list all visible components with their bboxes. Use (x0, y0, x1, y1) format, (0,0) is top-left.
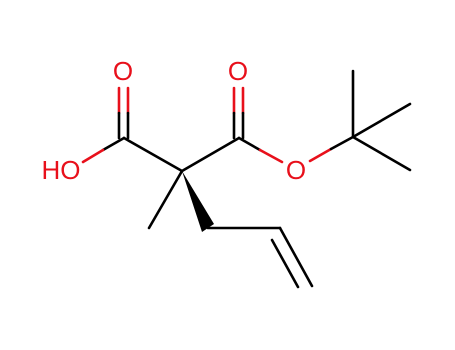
center-methyl-bond (147, 169, 184, 230)
ester-c-o-bond (237, 136, 284, 164)
hydroxyl-label: HO (42, 155, 81, 185)
terminal-alkene-double-bond (270, 226, 314, 289)
ester-carbonyl-double-bond (232, 86, 245, 140)
acid-c-oh-bond (81, 136, 126, 164)
tbutyl-methyl-right-lower (351, 135, 412, 172)
ester-carbonyl-oxygen-label: O (228, 56, 248, 86)
center-to-ester-bond (180, 136, 241, 173)
acid-carbonyl-oxygen-label: O (113, 56, 133, 86)
ester-oxygen-label: O (286, 155, 306, 185)
acid-carbonyl-double-bond (117, 86, 130, 140)
acid-to-center-bond (122, 136, 184, 173)
wedge-bond (182, 171, 214, 232)
tbutyl-methyl-right-upper (351, 102, 412, 139)
o-tbutyl-bond (308, 135, 355, 163)
